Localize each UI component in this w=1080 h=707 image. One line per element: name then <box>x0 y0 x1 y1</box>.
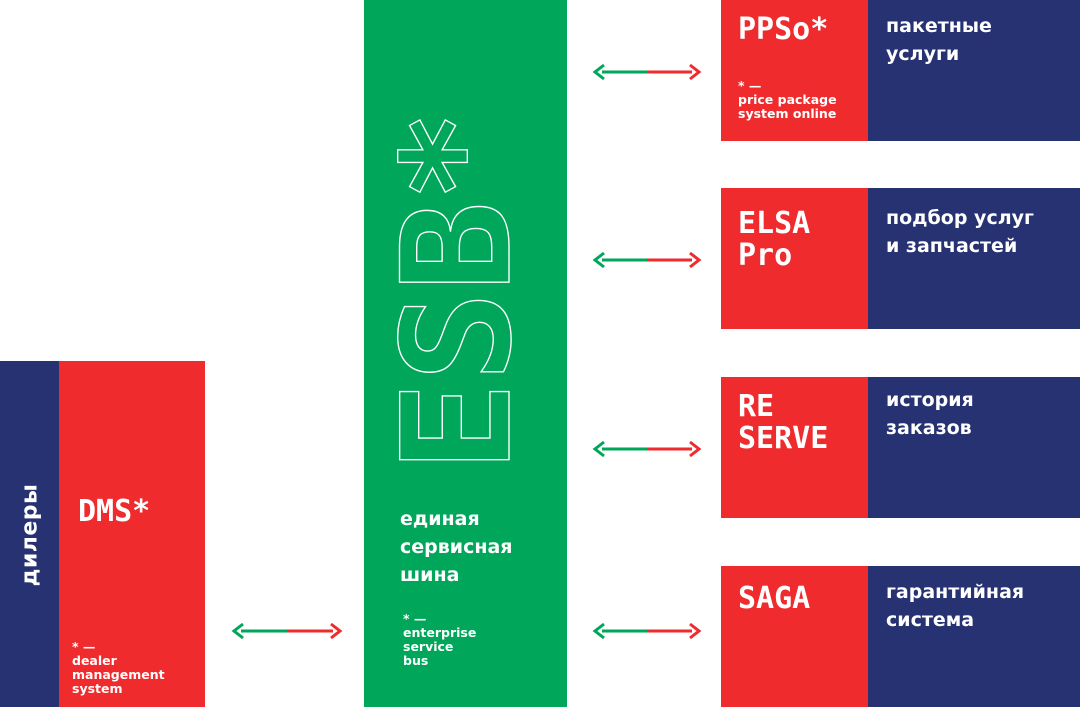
dms-note-mark: * — <box>72 639 96 654</box>
esb-note-line2: service <box>403 639 454 654</box>
esb-note-mark: * — <box>403 611 427 626</box>
dms-note-line2: management <box>72 667 165 682</box>
ppso-description: пакетные услуги <box>886 15 992 65</box>
ppso-note-mark: * — <box>738 78 762 93</box>
saga-block <box>721 566 868 707</box>
esb-desc-line2: сервисная <box>400 536 513 558</box>
esb-note-line1: enterprise <box>403 625 477 640</box>
dms-note-line1: dealer <box>72 653 117 668</box>
reserve-block <box>721 377 868 518</box>
reserve-description: история заказов <box>886 389 974 439</box>
arrow-elsa-esb <box>592 251 702 269</box>
dms-title: DMS* <box>78 494 151 529</box>
elsa-title: ELSA Pro <box>738 206 811 273</box>
esb-desc-line1: единая <box>400 508 480 530</box>
esb-description: единая сервисная шина <box>400 505 513 589</box>
esb-note-line3: bus <box>403 653 429 668</box>
ppso-note: * — price package system online <box>738 79 837 121</box>
dealers-label-wrap: дилеры <box>0 361 59 707</box>
esb-logo-text: ESB* <box>371 111 545 470</box>
arrow-reserve-esb <box>592 440 702 458</box>
elsa-block <box>721 188 868 329</box>
esb-note: * — enterprise service bus <box>403 612 476 668</box>
dealers-label: дилеры <box>17 483 42 587</box>
elsa-desc-block <box>868 188 1080 329</box>
arrow-ppso-esb <box>592 63 702 81</box>
saga-desc-block <box>868 566 1080 707</box>
ppso-desc-block <box>868 0 1080 141</box>
esb-logo: ESB* <box>370 110 545 470</box>
ppso-note-line2: system online <box>738 106 837 121</box>
elsa-description: подбор услуг и запчастей <box>886 207 1034 257</box>
ppso-title: PPSo* <box>738 12 829 47</box>
arrow-saga-esb <box>592 622 702 640</box>
dealers-panel <box>0 361 59 707</box>
ppso-note-line1: price package <box>738 92 837 107</box>
arrow-dms-esb <box>231 622 343 640</box>
ppso-block <box>721 0 868 141</box>
dms-note-line3: system <box>72 681 123 696</box>
dms-note: * — dealer management system <box>72 640 165 696</box>
esb-block <box>364 0 567 707</box>
dms-block <box>59 361 205 707</box>
reserve-title: RE SERVE <box>738 389 829 456</box>
saga-description: гарантийная система <box>886 581 1025 631</box>
esb-desc-line3: шина <box>400 564 460 586</box>
saga-title: SAGA <box>738 581 811 616</box>
reserve-desc-block <box>868 377 1080 518</box>
